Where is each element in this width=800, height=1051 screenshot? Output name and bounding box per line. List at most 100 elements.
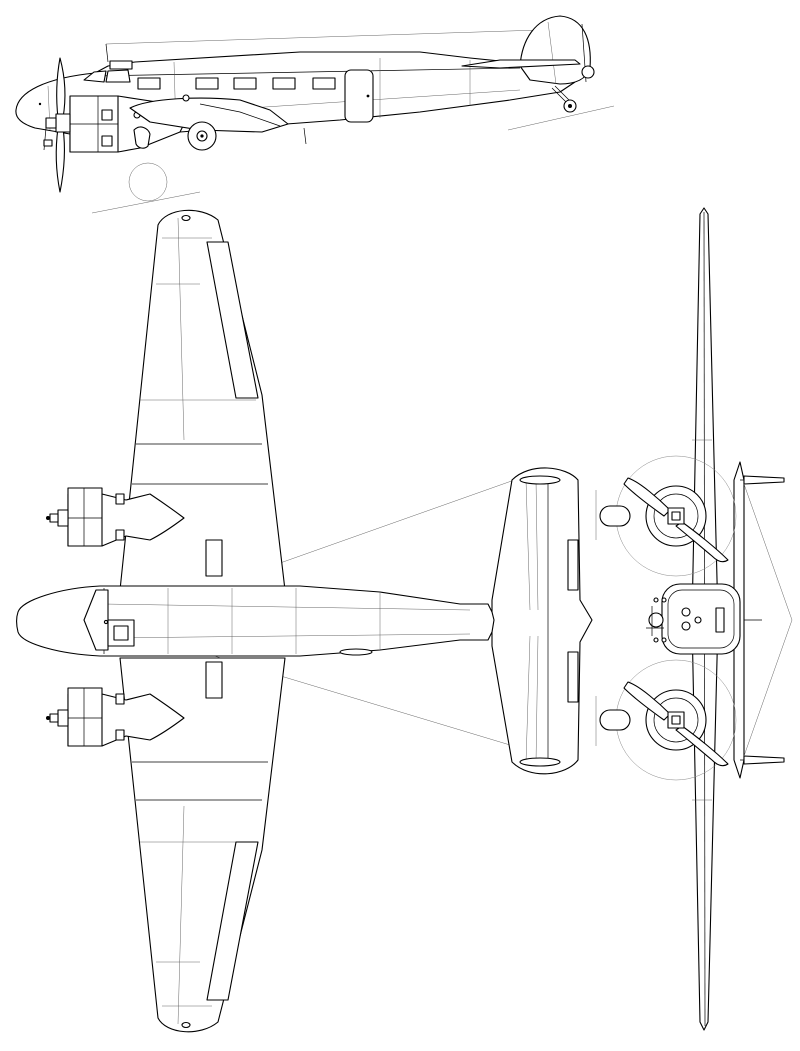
side-pitot <box>303 127 307 145</box>
top-spinner-lower <box>57 709 69 727</box>
top-cabin-hatch <box>339 648 373 656</box>
side-tailwheel-strut <box>554 85 572 103</box>
top-wing-rib <box>177 805 185 1025</box>
front-nose-window <box>681 621 691 631</box>
top-nav-light <box>181 1021 191 1029</box>
top-tailplane-rib <box>525 635 531 763</box>
side-nose-probe-tip <box>43 139 53 147</box>
top-tailplane-tip <box>519 475 561 485</box>
front-nose-window <box>694 616 702 624</box>
top-hub-cap-lower <box>46 716 50 720</box>
front-antenna-dot <box>653 597 659 603</box>
front-prop-blade-upper <box>623 477 671 517</box>
side-door-handle <box>366 94 370 98</box>
top-wing-rib <box>177 217 185 441</box>
top-cowling-vent <box>115 493 125 505</box>
side-fin <box>519 15 591 85</box>
front-main-wheel <box>599 709 631 731</box>
front-stab-tip-fairing <box>743 755 785 765</box>
side-exhaust <box>133 126 151 149</box>
top-hub-upper <box>49 513 59 523</box>
front-guide-line <box>743 483 793 621</box>
side-view <box>15 15 615 214</box>
top-cowling-lower <box>67 687 103 747</box>
front-guide-line <box>743 619 793 757</box>
side-tail-bulb <box>581 65 595 79</box>
top-hub-lower <box>49 713 59 723</box>
top-cowling-vent <box>115 529 125 541</box>
front-nose-window <box>681 607 691 617</box>
top-nav-light <box>181 214 191 222</box>
side-cockpit-window <box>105 69 131 83</box>
side-main-wheel-axle <box>200 134 204 138</box>
front-hub-inner-lower <box>671 715 681 725</box>
front-hub-inner-upper <box>671 511 681 521</box>
front-engine-ring-upper <box>653 493 699 539</box>
side-propeller-blade <box>55 127 65 193</box>
side-flap <box>199 103 281 127</box>
front-fuselage-frame <box>667 589 735 649</box>
side-wing-marker <box>182 94 190 102</box>
side-cabin-window <box>137 77 161 90</box>
side-fin-hinge <box>547 21 557 85</box>
side-stabilizer <box>461 59 581 69</box>
top-view <box>15 209 593 1033</box>
side-wing <box>129 97 289 133</box>
front-antenna-dot <box>653 637 659 643</box>
side-cowling-vent <box>101 109 113 121</box>
front-engine-ring-lower <box>653 697 699 743</box>
top-cowling-vent <box>115 693 125 705</box>
side-cockpit-window <box>83 70 107 83</box>
front-stab-tip-fairing <box>743 475 785 485</box>
top-fuselage <box>15 585 495 657</box>
front-nose-panel <box>715 607 725 633</box>
top-tailplane-rib <box>525 479 531 611</box>
top-tailplane-tip <box>519 757 561 767</box>
side-spinner <box>55 113 71 133</box>
top-tailplane <box>491 467 593 775</box>
side-tailwheel-strut <box>551 87 569 105</box>
top-aileron-lower <box>206 841 259 1001</box>
antenna-wire <box>105 29 541 45</box>
side-cabin-window <box>195 77 219 90</box>
side-windshield-frame <box>109 60 133 70</box>
top-spinner-upper <box>57 509 69 527</box>
top-fuselage-stringer <box>103 603 471 611</box>
front-prop-blade-upper <box>675 521 729 563</box>
top-cowling-vent <box>115 729 125 741</box>
wheel-swing-circle <box>128 162 168 202</box>
side-propeller-blade <box>56 57 66 119</box>
front-antenna-dot <box>661 597 667 603</box>
side-fuselage-stringer <box>94 67 521 77</box>
antenna-mast <box>105 43 109 63</box>
top-aileron-upper <box>206 241 259 399</box>
ground-line-tail <box>507 105 615 131</box>
front-prop-blade-lower <box>623 681 671 721</box>
side-cabin-window <box>272 77 296 90</box>
top-wing-hatch <box>205 661 223 699</box>
front-main-wheel <box>599 505 631 527</box>
front-probe-ball <box>648 612 664 628</box>
side-cabin-door <box>344 69 374 123</box>
front-prop-blade-lower <box>675 725 729 767</box>
top-tailplane-rib <box>535 479 539 611</box>
side-nose-marker <box>38 102 42 106</box>
front-view <box>595 207 793 1031</box>
top-hub-cap-upper <box>46 516 50 520</box>
top-trim-tab <box>567 539 579 591</box>
top-tailplane-rib <box>535 635 539 763</box>
side-cabin-window <box>312 77 336 90</box>
side-cabin-window <box>233 77 257 90</box>
side-cowling-vent <box>101 135 113 147</box>
top-hatch-inner <box>113 625 129 641</box>
side-nose-cap <box>45 117 57 129</box>
ground-line-main <box>91 191 201 214</box>
front-antenna-dot <box>661 637 667 643</box>
top-wing-hatch <box>205 539 223 577</box>
top-marker <box>103 619 109 625</box>
side-nose-probe <box>43 127 47 151</box>
side-tailwheel-hub <box>568 104 572 108</box>
top-cowling-upper <box>67 487 103 547</box>
top-trim-tab <box>567 651 579 703</box>
